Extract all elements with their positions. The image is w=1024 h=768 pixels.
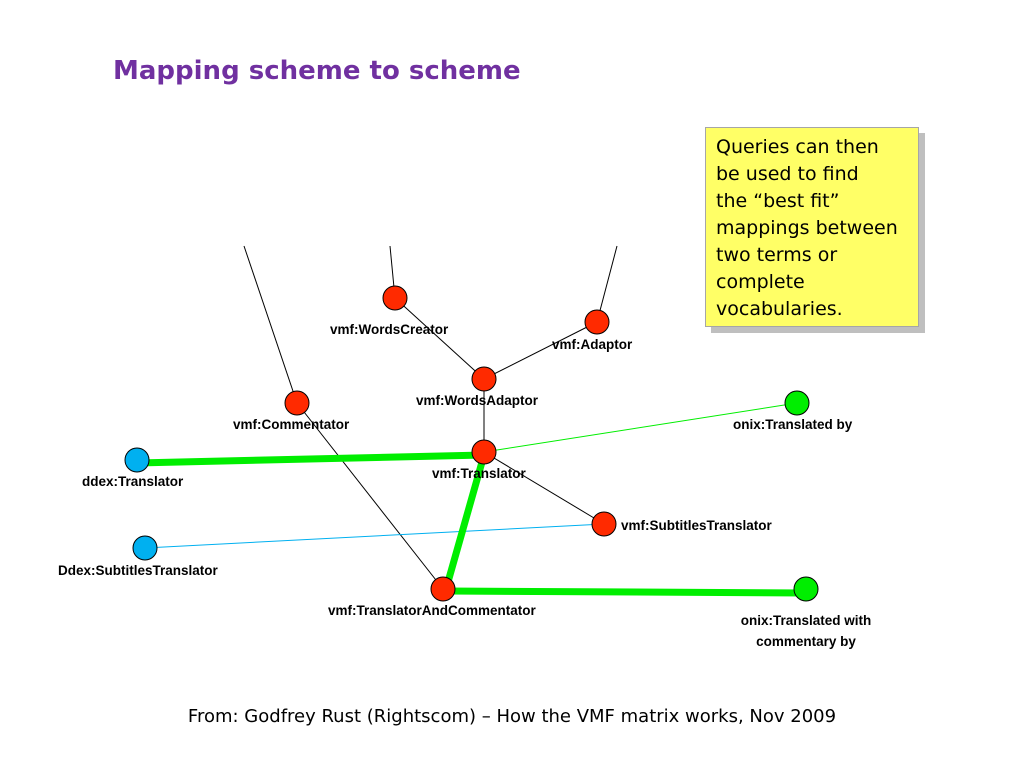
label-onix-translated-with-commentary-line1: onix:Translated with xyxy=(741,613,872,628)
node-onix-translated-with-commentary[interactable] xyxy=(793,576,819,602)
edge-ddex-translator-translator xyxy=(133,451,488,467)
label-words-adaptor: vmf:WordsAdaptor xyxy=(416,393,539,408)
node-commentator[interactable] xyxy=(284,390,310,416)
edge-adaptor-parent xyxy=(596,245,618,323)
label-onix-translated-by: onix:Translated by xyxy=(733,417,853,432)
edge-commentator-translator-and-commentator xyxy=(296,402,444,590)
edge-translator-onix-translated-by xyxy=(483,402,798,453)
node-translator[interactable] xyxy=(471,439,497,465)
label-onix-translated-with-commentary-line2: commentary by xyxy=(756,634,856,649)
node-subtitles-translator[interactable] xyxy=(591,511,617,537)
label-translator: vmf:Translator xyxy=(432,466,527,481)
node-translator-and-commentator[interactable] xyxy=(430,576,456,602)
edge-ddex-subtitles-subtitles-translator xyxy=(144,523,605,549)
edge-adaptor-words-adaptor xyxy=(483,321,598,380)
nodes xyxy=(124,285,819,602)
node-words-adaptor[interactable] xyxy=(471,366,497,392)
label-words-creator: vmf:WordsCreator xyxy=(330,322,449,337)
label-subtitles-translator: vmf:SubtitlesTranslator xyxy=(621,518,773,533)
label-ddex-subtitles-translator: Ddex:SubtitlesTranslator xyxy=(58,563,219,578)
node-onix-translated-by[interactable] xyxy=(784,390,810,416)
edge-commentator-parent xyxy=(243,245,298,404)
edge-translator-subtitles-translator xyxy=(483,451,605,525)
best-fit-links xyxy=(133,451,809,597)
edge-translator-translator-and-commentator xyxy=(442,451,488,593)
source-citation: From: Godfrey Rust (Rightscom) – How the… xyxy=(187,706,837,727)
node-ddex-translator[interactable] xyxy=(124,447,150,473)
label-ddex-translator: ddex:Translator xyxy=(82,474,184,489)
node-adaptor[interactable] xyxy=(584,309,610,335)
label-adaptor: vmf:Adaptor xyxy=(552,337,633,352)
node-words-creator[interactable] xyxy=(382,285,408,311)
node-ddex-subtitles-translator[interactable] xyxy=(132,535,158,561)
slide-title: Mapping scheme to scheme xyxy=(113,56,521,86)
label-commentator: vmf:Commentator xyxy=(233,417,350,432)
edge-translator-and-commentator-onix-commentary xyxy=(442,587,809,597)
callout-text: Queries can then be used to find the “be… xyxy=(716,136,898,320)
label-translator-and-commentator: vmf:TranslatorAndCommentator xyxy=(328,603,537,618)
callout-note: Queries can then be used to find the “be… xyxy=(705,127,919,327)
edge-words-creator-words-adaptor xyxy=(394,297,485,380)
node-labels: vmf:WordsCreator vmf:Adaptor vmf:WordsAd… xyxy=(58,322,871,649)
